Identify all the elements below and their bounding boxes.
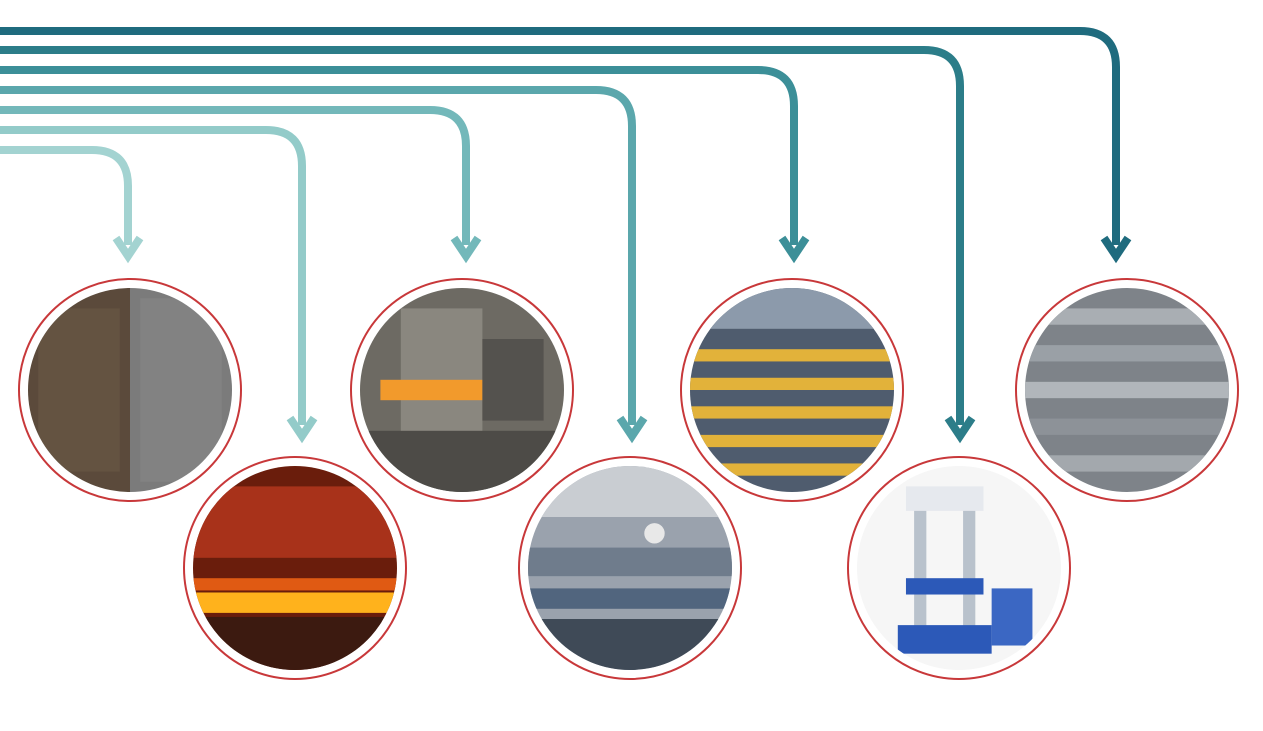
stage-circle-raw-material bbox=[18, 278, 242, 502]
flow-arrow-head-3 bbox=[450, 235, 482, 264]
flow-arrow-head-6 bbox=[944, 415, 976, 444]
stage-circle-hot-rolling bbox=[183, 456, 407, 680]
stage-circle-cooling-bed bbox=[680, 278, 904, 502]
flow-arrow-head-2 bbox=[286, 415, 318, 444]
flow-arrow-head-1 bbox=[112, 235, 144, 264]
cooling-bed-bars-photo bbox=[690, 288, 894, 492]
pipe-quenching-line-photo bbox=[528, 466, 732, 670]
stage-circle-quenching bbox=[518, 456, 742, 680]
flow-arrow-head-5 bbox=[778, 235, 810, 264]
rebar-bundle-photo bbox=[1025, 288, 1229, 492]
flow-arrow-4 bbox=[0, 86, 636, 425]
red-hot-billet-photo bbox=[193, 466, 397, 670]
flow-arrow-7 bbox=[0, 27, 1120, 245]
flow-arrow-3 bbox=[0, 106, 470, 245]
flow-arrow-head-4 bbox=[616, 415, 648, 444]
flow-arrow-head-7 bbox=[1100, 235, 1132, 264]
flow-arrow-1 bbox=[0, 146, 132, 245]
rolling-mill-stand-photo bbox=[360, 288, 564, 492]
flow-arrow-6 bbox=[0, 46, 964, 425]
flow-arrow-5 bbox=[0, 66, 798, 245]
ore-pellets-photo bbox=[28, 288, 232, 492]
flow-arrow-2 bbox=[0, 126, 306, 425]
universal-testing-machine-photo bbox=[857, 466, 1061, 670]
stage-circle-testing bbox=[847, 456, 1071, 680]
stage-circle-rolling-mill bbox=[350, 278, 574, 502]
stage-circle-finished-product bbox=[1015, 278, 1239, 502]
